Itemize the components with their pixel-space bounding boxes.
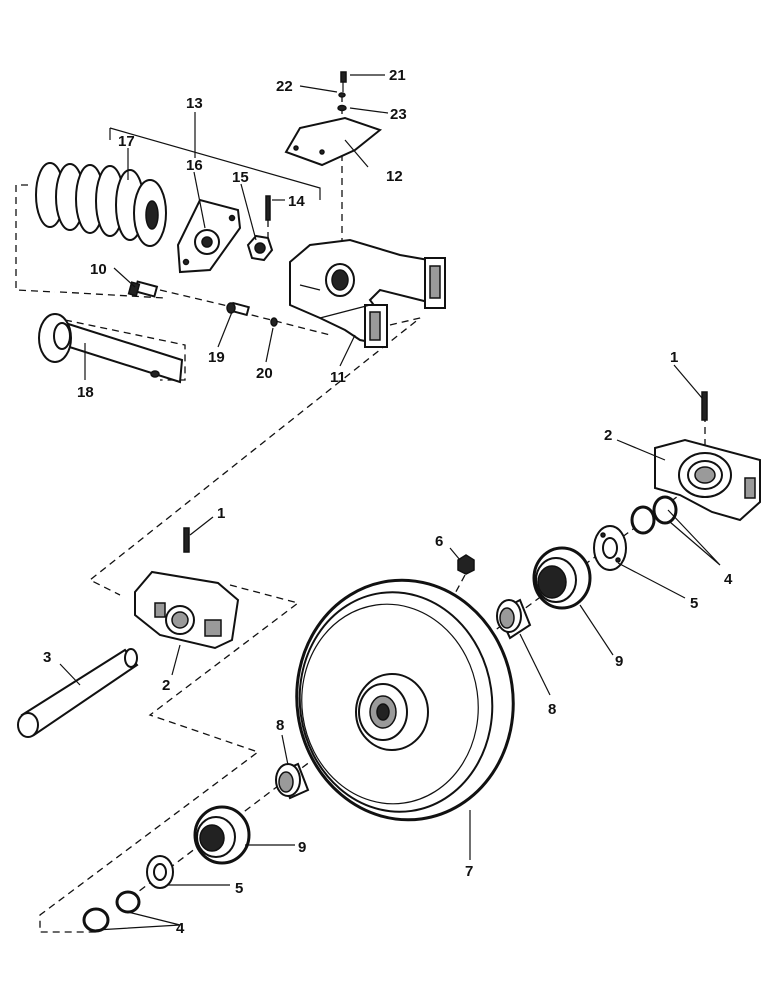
washer-23 — [337, 104, 347, 112]
seal-9-right — [532, 546, 592, 610]
callout-9-bottom: 9 — [298, 839, 306, 856]
bearing-bracket-2-left — [134, 570, 240, 650]
callout-16: 16 — [186, 157, 203, 174]
callout-4-bottom: 4 — [176, 920, 185, 937]
callout-8-right: 8 — [548, 701, 556, 718]
washer-20 — [270, 317, 278, 327]
bushing-8-left — [275, 762, 310, 800]
callout-9-right: 9 — [615, 653, 623, 670]
bushing-8-right — [496, 598, 532, 640]
bolt-10 — [127, 280, 159, 298]
callout-8-left: 8 — [276, 717, 284, 734]
yoke-11 — [289, 238, 446, 348]
bearing-bracket-2-right — [654, 438, 761, 522]
pin-14 — [265, 195, 271, 221]
guide-line-washer — [239, 311, 331, 336]
callout-5-bottom: 5 — [235, 880, 243, 897]
snap-rings-4-right — [630, 495, 678, 535]
plug-6 — [457, 554, 475, 575]
callout-14: 14 — [288, 193, 305, 210]
callout-20: 20 — [256, 365, 273, 382]
callout-10: 10 — [90, 261, 107, 278]
seal-9-bottom — [193, 805, 251, 865]
rod-18 — [38, 313, 184, 384]
callout-19: 19 — [208, 349, 225, 366]
callout-18: 18 — [77, 384, 94, 401]
callout-2-left: 2 — [162, 677, 170, 694]
pin-1-right — [701, 391, 708, 421]
screw-21 — [340, 71, 347, 92]
callout-7: 7 — [465, 863, 473, 880]
hex-nut-15 — [246, 234, 274, 262]
thrust-washer-5-bottom — [146, 855, 174, 889]
callout-1-top: 1 — [670, 349, 678, 366]
snap-rings-4-bottom — [82, 890, 141, 933]
callout-12: 12 — [386, 168, 403, 185]
callout-22: 22 — [276, 78, 293, 95]
guide-line-yoke-to-bracket — [88, 317, 421, 596]
pin-1-left — [183, 527, 190, 553]
spring-seat-16 — [176, 198, 242, 274]
cover-plate-12 — [284, 116, 383, 167]
leader-lines — [59, 74, 721, 931]
callout-4-right: 4 — [724, 571, 733, 588]
bolt-19 — [226, 301, 250, 317]
thrust-washer-5-right — [593, 525, 627, 571]
callout-23: 23 — [390, 106, 407, 123]
bracket-13 — [109, 127, 321, 200]
guide-line-spring-bottom — [59, 291, 166, 299]
idler-wheel-7 — [295, 578, 515, 822]
callout-17: 17 — [118, 133, 135, 150]
callout-5-right: 5 — [690, 595, 698, 612]
callout-15: 15 — [232, 169, 249, 186]
coil-spring-17 — [35, 162, 167, 247]
shaft-3 — [17, 648, 139, 738]
callout-labels: 1 2 1 2 3 4 4 5 5 6 7 8 8 9 9 10 11 12 1… — [43, 67, 733, 937]
callout-6: 6 — [435, 533, 443, 550]
callout-13: 13 — [186, 95, 203, 112]
callout-11: 11 — [330, 369, 346, 386]
guide-line-spring-bracket — [15, 184, 56, 293]
callout-3: 3 — [43, 649, 51, 666]
callout-1-left: 1 — [217, 505, 225, 522]
lock-washer-22 — [338, 92, 346, 98]
callout-21: 21 — [389, 67, 406, 84]
callout-2-right: 2 — [604, 427, 612, 444]
